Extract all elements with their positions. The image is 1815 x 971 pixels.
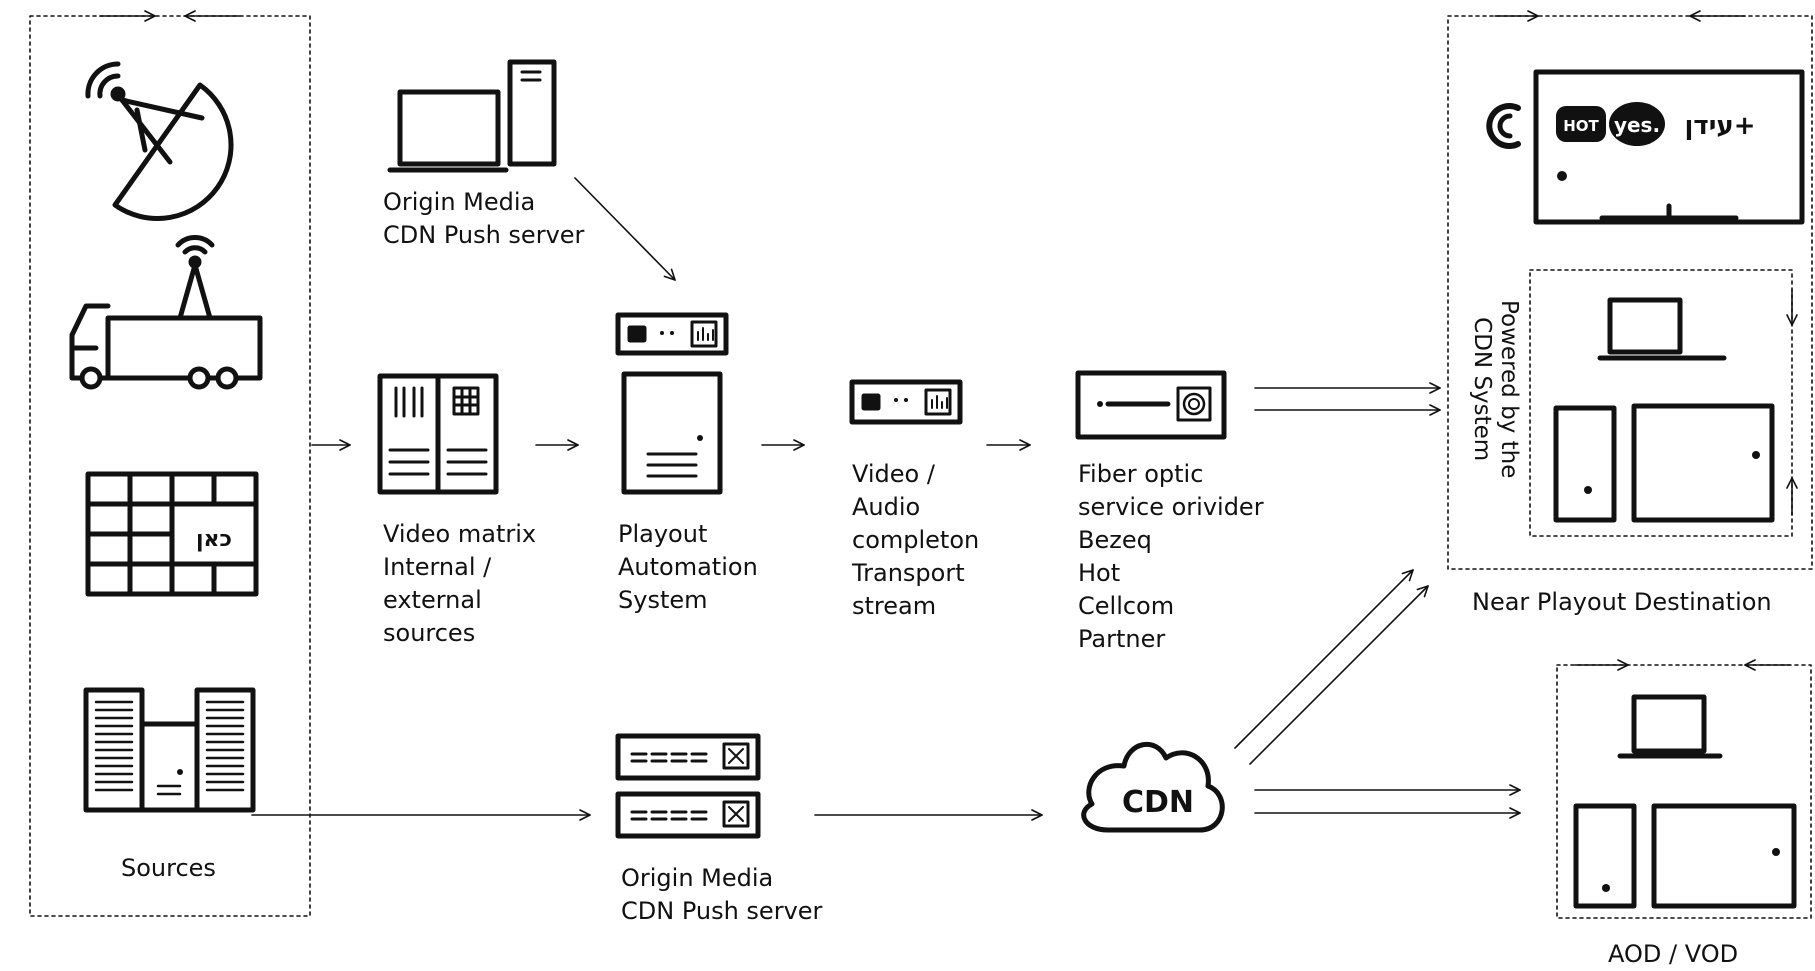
aod-workstation-icon — [1573, 694, 1797, 909]
powered-by-frame — [1529, 269, 1793, 537]
near-playout-frame — [1447, 15, 1813, 570]
near-playout-label: Near Playout Destination — [1472, 588, 1772, 616]
aod-frame — [1556, 664, 1812, 919]
playout-label: Playout Automation System — [618, 520, 758, 614]
server-rack-icon — [83, 687, 256, 813]
encoder-device-icon — [849, 379, 963, 425]
sources-label: Sources — [121, 854, 216, 882]
origin-top-label: Origin Media CDN Push server — [383, 188, 585, 249]
connector-arrows — [251, 177, 1521, 821]
satellite-dish-icon — [85, 61, 234, 221]
playout-device-icon — [615, 312, 729, 495]
broadcast-truck-icon — [69, 235, 263, 390]
tv-icon: HOT yes. עידן+ — [1533, 69, 1805, 225]
cdn-cloud-icon: CDN — [1081, 741, 1225, 833]
arrow-cdn-to-near-1 — [1234, 569, 1414, 749]
fiber-label: Fiber optic service orivider Bezeq Hot C… — [1078, 460, 1264, 653]
encoder-label: Video / Audio completon Transport stream — [852, 460, 980, 620]
cellcom-logo-icon — [1486, 103, 1521, 149]
arrow-origin-to-playout — [574, 177, 676, 281]
arrow-cdn-to-near-2 — [1249, 585, 1429, 765]
sources-frame — [29, 15, 311, 917]
video-wall-icon: כאן — [85, 471, 259, 597]
fiber-device-icon — [1075, 370, 1227, 440]
hot-logo: HOT — [1563, 117, 1599, 135]
aod-label: AOD / VOD — [1608, 940, 1739, 968]
video-matrix-icon — [377, 373, 499, 495]
origin-bottom-label: Origin Media CDN Push server — [621, 864, 823, 925]
video-matrix-label: Video matrix Internal / external sources — [383, 520, 537, 647]
cdn-label: CDN — [1122, 785, 1194, 820]
powered-by-label: Powered by the CDN System — [1469, 300, 1522, 479]
idan-logo: עידן+ — [1685, 111, 1756, 141]
origin-switch-stack-icon — [615, 733, 761, 839]
near-playout-workstation-icon — [1553, 297, 1775, 523]
origin-computer-icon — [387, 59, 557, 173]
yes-logo: yes. — [1614, 113, 1660, 137]
wall-text: כאן — [196, 527, 232, 552]
